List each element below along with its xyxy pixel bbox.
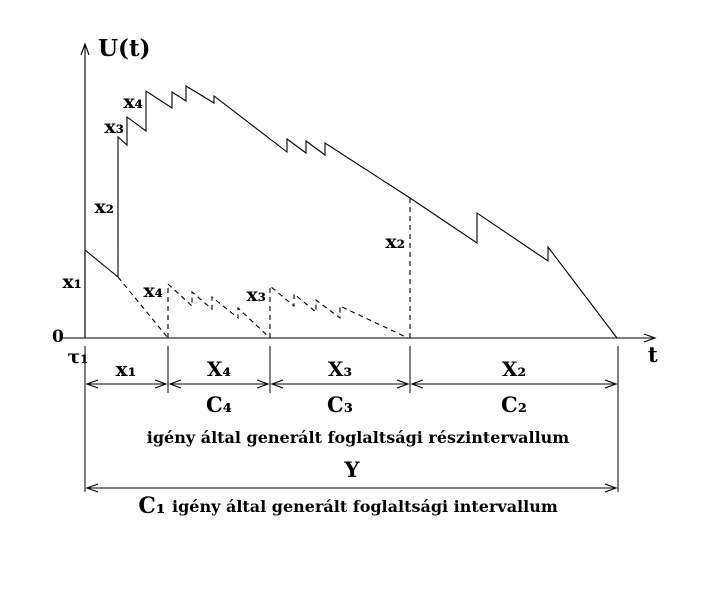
jump-label-x4: x₄ (123, 91, 143, 113)
workload-curve (84, 85, 618, 339)
origin-label: 0 (52, 327, 64, 347)
segment-label-X3: X₃ (328, 357, 352, 381)
dashed-label-x4: x₄ (143, 280, 163, 302)
cycle-label-C1: C₁ (138, 493, 165, 519)
jump-label-x3: x₃ (104, 116, 124, 138)
cycle-label-C3: C₃ (327, 392, 353, 417)
jump-label-x1: x₁ (62, 271, 82, 293)
cycle-label-C2: C₂ (501, 392, 527, 417)
caption-main-interval: igény által generált foglaltsági interva… (172, 497, 558, 516)
caption-subinterval: igény által generált foglaltsági részint… (147, 428, 570, 447)
dashed-subperiod-x4 (167, 282, 271, 339)
dashed-label-x3: x₃ (246, 284, 266, 306)
jump-label-x2: x₂ (94, 196, 114, 218)
y-axis-label: U(t) (98, 35, 150, 62)
segment-label-X4: X₄ (207, 357, 232, 381)
cycle-label-C4: C₄ (206, 392, 232, 417)
dashed-label-x2: x₂ (385, 231, 405, 253)
x-axis-label: t (648, 342, 658, 367)
segment-label-x1: x₁ (116, 357, 137, 381)
y-span-label: Y (344, 457, 361, 482)
tau1-label: τ₁ (67, 346, 88, 368)
dashed-decline-1 (117, 276, 169, 339)
dashed-subperiod-x3 (269, 284, 409, 339)
segment-label-X2: X₂ (502, 357, 526, 381)
